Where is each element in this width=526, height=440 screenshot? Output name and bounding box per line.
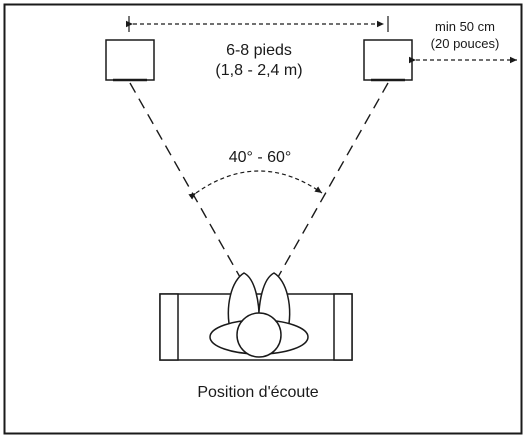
listening-angle-arc (188, 170, 323, 200)
speaker-spacing-label-line2: (1,8 - 2,4 m) (215, 62, 302, 79)
room-outline (3, 3, 523, 435)
left-speaker (105, 39, 155, 82)
wall-distance-label-line1: min 50 cm (435, 19, 495, 34)
angle-range-label: 40° - 60° (229, 149, 292, 166)
right-speaker (363, 39, 413, 82)
speaker-spacing-label-line1: 6-8 pieds (226, 42, 292, 59)
right-sight-line (264, 82, 389, 301)
listening-position-label: Position d'écoute (197, 384, 318, 401)
speaker-spacing-dimension (126, 16, 389, 32)
left-sight-line (129, 82, 254, 301)
listener-figure (209, 272, 309, 358)
wall-distance-label-line2: (20 pouces) (431, 36, 500, 51)
